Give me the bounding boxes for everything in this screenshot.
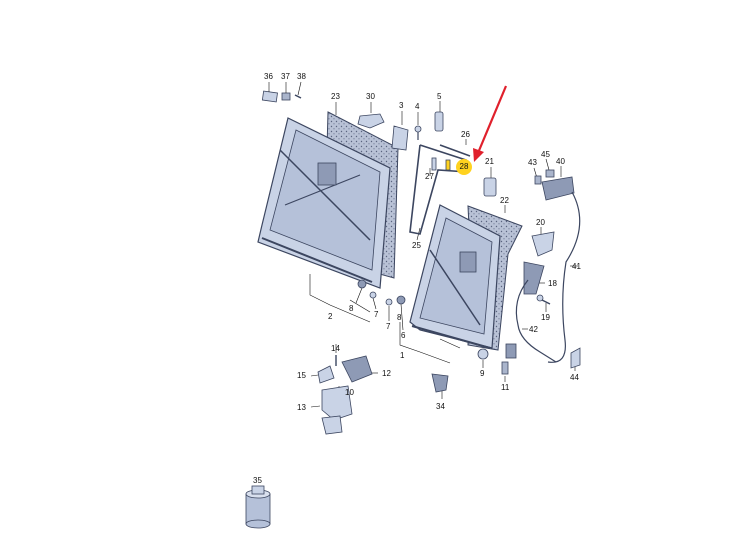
- cap-part-5: [434, 111, 444, 132]
- label-44: 44: [570, 373, 579, 382]
- label-7-left: 7: [374, 310, 379, 319]
- label-21: 21: [485, 157, 494, 166]
- label-40: 40: [556, 157, 565, 166]
- screw-part-43: [534, 175, 542, 185]
- label-43: 43: [528, 158, 537, 167]
- clip-part-37: [281, 92, 291, 101]
- screw-part-11: [501, 361, 509, 375]
- hinge-part-13: [321, 385, 353, 421]
- plate-part-3: [391, 125, 409, 151]
- leader-lines-top: [268, 81, 578, 408]
- label-7-right: 7: [386, 322, 391, 331]
- label-37: 37: [281, 72, 290, 81]
- rod-part-26: [439, 144, 471, 157]
- bolt-part-19: [536, 294, 551, 305]
- nut-part-8a: [357, 279, 367, 289]
- bolt-part-7a: [369, 291, 377, 299]
- label-34: 34: [436, 402, 445, 411]
- nut-part-6: [396, 295, 406, 305]
- cover-part-44: [570, 347, 581, 369]
- label-6: 6: [401, 331, 406, 340]
- clip-part-28: [445, 159, 451, 171]
- label-13: 13: [297, 403, 306, 412]
- bracket-part-30: [357, 113, 385, 129]
- group-bracket-lines: [309, 274, 461, 364]
- lock-part-18: [523, 261, 545, 295]
- cap-part-9: [477, 348, 489, 360]
- clip-part-27: [431, 157, 437, 171]
- screw-part-38: [294, 94, 302, 99]
- label-41: 41: [572, 262, 581, 271]
- seat-back-frame-right: [409, 204, 501, 349]
- label-19: 19: [541, 313, 550, 322]
- label-20: 20: [536, 218, 545, 227]
- bracket-part-21: [483, 177, 497, 197]
- label-23: 23: [331, 92, 340, 101]
- label-25: 25: [412, 241, 421, 250]
- cover-part-34: [431, 373, 449, 393]
- label-5: 5: [437, 92, 442, 101]
- label-26: 26: [461, 130, 470, 139]
- label-36: 36: [264, 72, 273, 81]
- label-11: 11: [501, 383, 510, 392]
- cover-part-12: [341, 355, 373, 383]
- label-15: 15: [297, 371, 306, 380]
- label-42: 42: [529, 325, 538, 334]
- cover-part-20: [531, 231, 555, 257]
- label-10: 10: [345, 388, 354, 397]
- label-35: 35: [253, 476, 262, 485]
- bracket-part-10: [321, 415, 343, 435]
- can-part-35: [245, 485, 271, 529]
- label-18: 18: [548, 279, 557, 288]
- label-27: 27: [425, 172, 434, 181]
- cable-part-42: [515, 279, 557, 363]
- label-12: 12: [382, 369, 391, 378]
- connector-part-11a: [505, 343, 517, 359]
- label-2: 2: [328, 312, 333, 321]
- label-30: 30: [366, 92, 375, 101]
- seat-back-frame-left: [257, 117, 391, 289]
- clip-part-45: [545, 169, 555, 178]
- release-handle-part-40: [541, 176, 575, 201]
- pointer-arrow: [473, 85, 508, 162]
- bolt-part-7b: [385, 298, 393, 306]
- label-45: 45: [541, 150, 550, 159]
- bolt-part-4: [414, 125, 422, 140]
- label-3: 3: [399, 101, 404, 110]
- bracket-part-15: [317, 365, 335, 384]
- label-8-right: 8: [397, 313, 402, 322]
- label-1: 1: [400, 351, 405, 360]
- label-4: 4: [415, 102, 420, 111]
- label-9: 9: [480, 369, 485, 378]
- label-8-left: 8: [349, 304, 354, 313]
- label-38: 38: [297, 72, 306, 81]
- cable-part-41: [547, 191, 581, 363]
- clip-part-36: [261, 90, 278, 103]
- label-28-highlighted: 28: [456, 159, 472, 175]
- label-14: 14: [331, 344, 340, 353]
- label-22: 22: [500, 196, 509, 205]
